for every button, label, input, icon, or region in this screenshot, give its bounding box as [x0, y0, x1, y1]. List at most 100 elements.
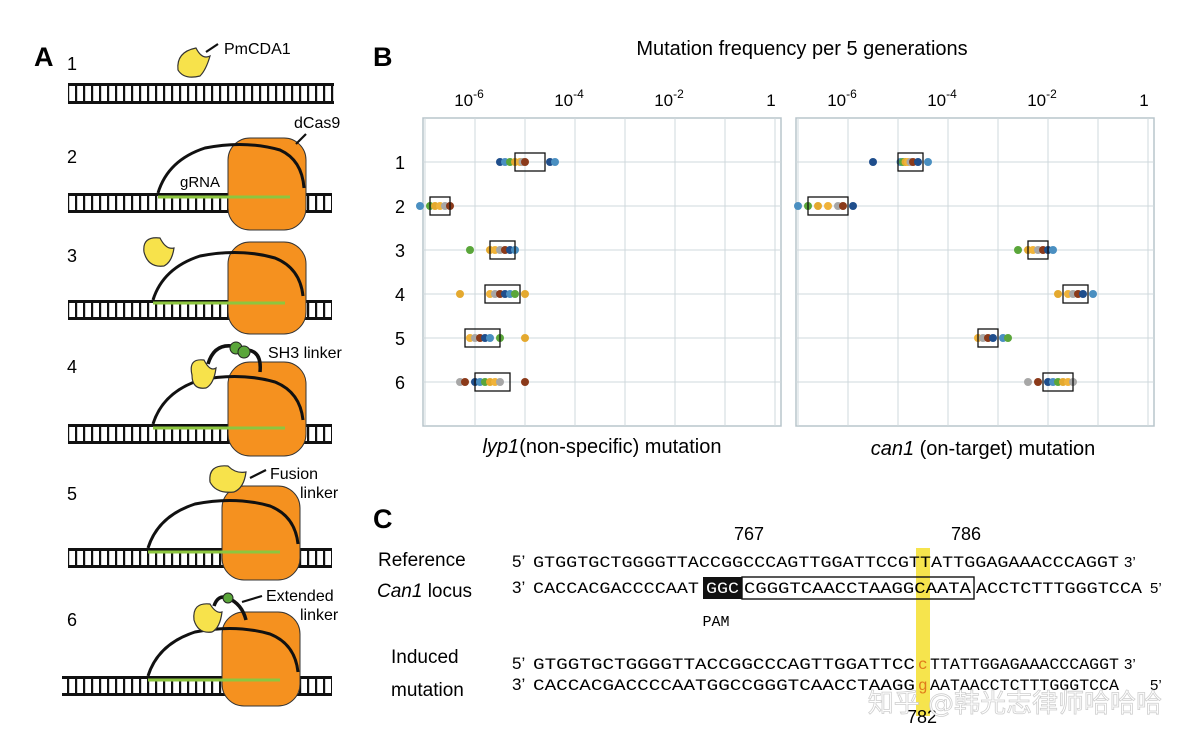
pmcda1-label: PmCDA1: [224, 41, 291, 58]
data-point: [1079, 290, 1087, 298]
sequence: GTGGTGCTGGGGTTACCGGCCCAGTTGGATTCCGTTATTG…: [533, 554, 1119, 572]
sequence-pam: GGC: [706, 580, 739, 598]
can1-gene: Can1: [377, 581, 422, 602]
row-label: 3: [395, 241, 405, 261]
median-box: [464, 328, 501, 348]
fusion-linker-label-2: linker: [300, 485, 339, 502]
pam-box: [703, 577, 742, 599]
median-box: [807, 196, 849, 216]
right-xlabel-text: (on-target) mutation: [914, 438, 1095, 460]
three-prime: 3’: [1124, 656, 1136, 673]
mutated-base: c: [918, 656, 928, 674]
data-marks: [416, 152, 559, 392]
callout-line: [205, 43, 219, 53]
dna-strand: [68, 83, 334, 104]
reference-label: Reference: [378, 550, 466, 571]
data-point: [496, 378, 504, 386]
data-point: [1024, 378, 1032, 386]
median-box: [1042, 372, 1074, 392]
chart-title: Mutation frequency per 5 generations: [636, 38, 967, 60]
median-box: [429, 196, 451, 216]
mutation-highlight: [916, 548, 930, 716]
right-xlabel-gene: can1: [871, 438, 914, 460]
pmcda1-enzyme-icon: [143, 237, 175, 267]
step-number: 6: [67, 610, 77, 630]
data-point: [511, 290, 519, 298]
median-box: [1062, 284, 1089, 304]
step-6: 6 Extended linker: [62, 588, 339, 707]
linker-domain-icon: [222, 592, 234, 604]
right-xlabel: can1 (on-target) mutation: [871, 438, 1096, 460]
x-tick-label: 10-6: [454, 87, 484, 110]
data-point: [989, 334, 997, 342]
data-point: [551, 158, 559, 166]
row-label: 5: [395, 329, 405, 349]
data-point: [1089, 290, 1097, 298]
panel-a: A 1 PmCDA1 2 gRNA dCas9: [34, 41, 342, 707]
median-box: [1027, 240, 1049, 260]
pmcda1-enzyme-icon: [193, 603, 223, 633]
data-point: [1034, 378, 1042, 386]
sequence-pre: CACCACGACCCCAAT: [533, 580, 699, 598]
data-point: [914, 158, 922, 166]
sequence-post: AATAACCTCTTTGGGTCCA: [930, 677, 1119, 695]
data-point: [924, 158, 932, 166]
induced-label-2: mutation: [391, 680, 464, 701]
watermark: 知乎 @韩光志律师哈哈哈: [868, 689, 1162, 719]
callout-line: [295, 133, 307, 145]
step-4: 4 SH3 linker: [67, 341, 342, 457]
sh3-linker-label: SH3 linker: [268, 345, 342, 362]
five-prime: 5’: [512, 654, 525, 673]
panel-c-label: C: [373, 504, 393, 534]
x-tick-label: 10-2: [654, 87, 684, 110]
data-point: [521, 334, 529, 342]
data-point: [1054, 290, 1062, 298]
reference-bottom-strand: 3’ CACCACGACCCCAAT GGC CGGGTCAACCTAAGGCA…: [512, 576, 1162, 600]
data-point: [521, 158, 529, 166]
data-point: [466, 246, 474, 254]
sequence-pre: GTGGTGCTGGGGTTACCGGCCCAGTTGGATTCC: [533, 656, 915, 674]
data-point: [521, 378, 529, 386]
x-tick-label: 1: [766, 91, 775, 110]
data-point: [839, 202, 847, 210]
induced-label-1: Induced: [391, 647, 459, 668]
row-label: 4: [395, 285, 405, 305]
median-box: [897, 152, 924, 172]
panel-c: C 767 786 Reference Can1 locus 5’ GTGGTG…: [373, 504, 1162, 727]
median-box: [484, 284, 521, 304]
dcas9-label: dCas9: [294, 115, 340, 132]
dcas9-protein: [227, 361, 307, 457]
gridlines: [796, 118, 1154, 426]
five-prime: 5’: [512, 552, 525, 571]
pmcda1-enzyme-icon: [190, 359, 217, 389]
locus-word: locus: [422, 581, 472, 602]
linker-line: [206, 344, 233, 365]
pmcda1-enzyme-icon: [177, 47, 211, 78]
mutation-top-strand: 5’ GTGGTGCTGGGGTTACCGGCCCAGTTGGATTCC c T…: [512, 654, 1136, 674]
x-tick-label: 1: [1139, 91, 1148, 110]
mutation-bottom-strand: 3’ CACCACGACCCCAATGGCCGGGTCAACCTAAGG g A…: [512, 675, 1162, 695]
plot-frame: [422, 117, 782, 427]
median-box: [514, 152, 546, 172]
x-tick-label: 10-4: [927, 87, 957, 110]
reference-top-strand: 5’ GTGGTGCTGGGGTTACCGGCCCAGTTGGATTCCGTTA…: [512, 552, 1136, 572]
x-tick-label: 10-6: [827, 87, 857, 110]
pam-label: PAM: [702, 614, 729, 631]
sequence-target: CGGGTCAACCTAAGGCAATA: [744, 580, 971, 598]
pmcda1-enzyme-icon: [209, 465, 247, 493]
step-1: 1 PmCDA1: [67, 41, 334, 104]
position-786: 786: [951, 524, 981, 544]
step-number: 3: [67, 246, 77, 266]
step-number: 4: [67, 357, 77, 377]
sh3-domain-icon: [237, 345, 251, 359]
data-point: [794, 202, 802, 210]
callout-line: [249, 469, 267, 479]
plot-frame: [795, 117, 1155, 427]
dcas9-protein: [221, 485, 301, 581]
three-prime: 3’: [1124, 554, 1136, 571]
grna-strand: [146, 626, 300, 677]
three-prime: 3’: [512, 578, 525, 597]
five-prime: 5’: [1150, 580, 1162, 597]
